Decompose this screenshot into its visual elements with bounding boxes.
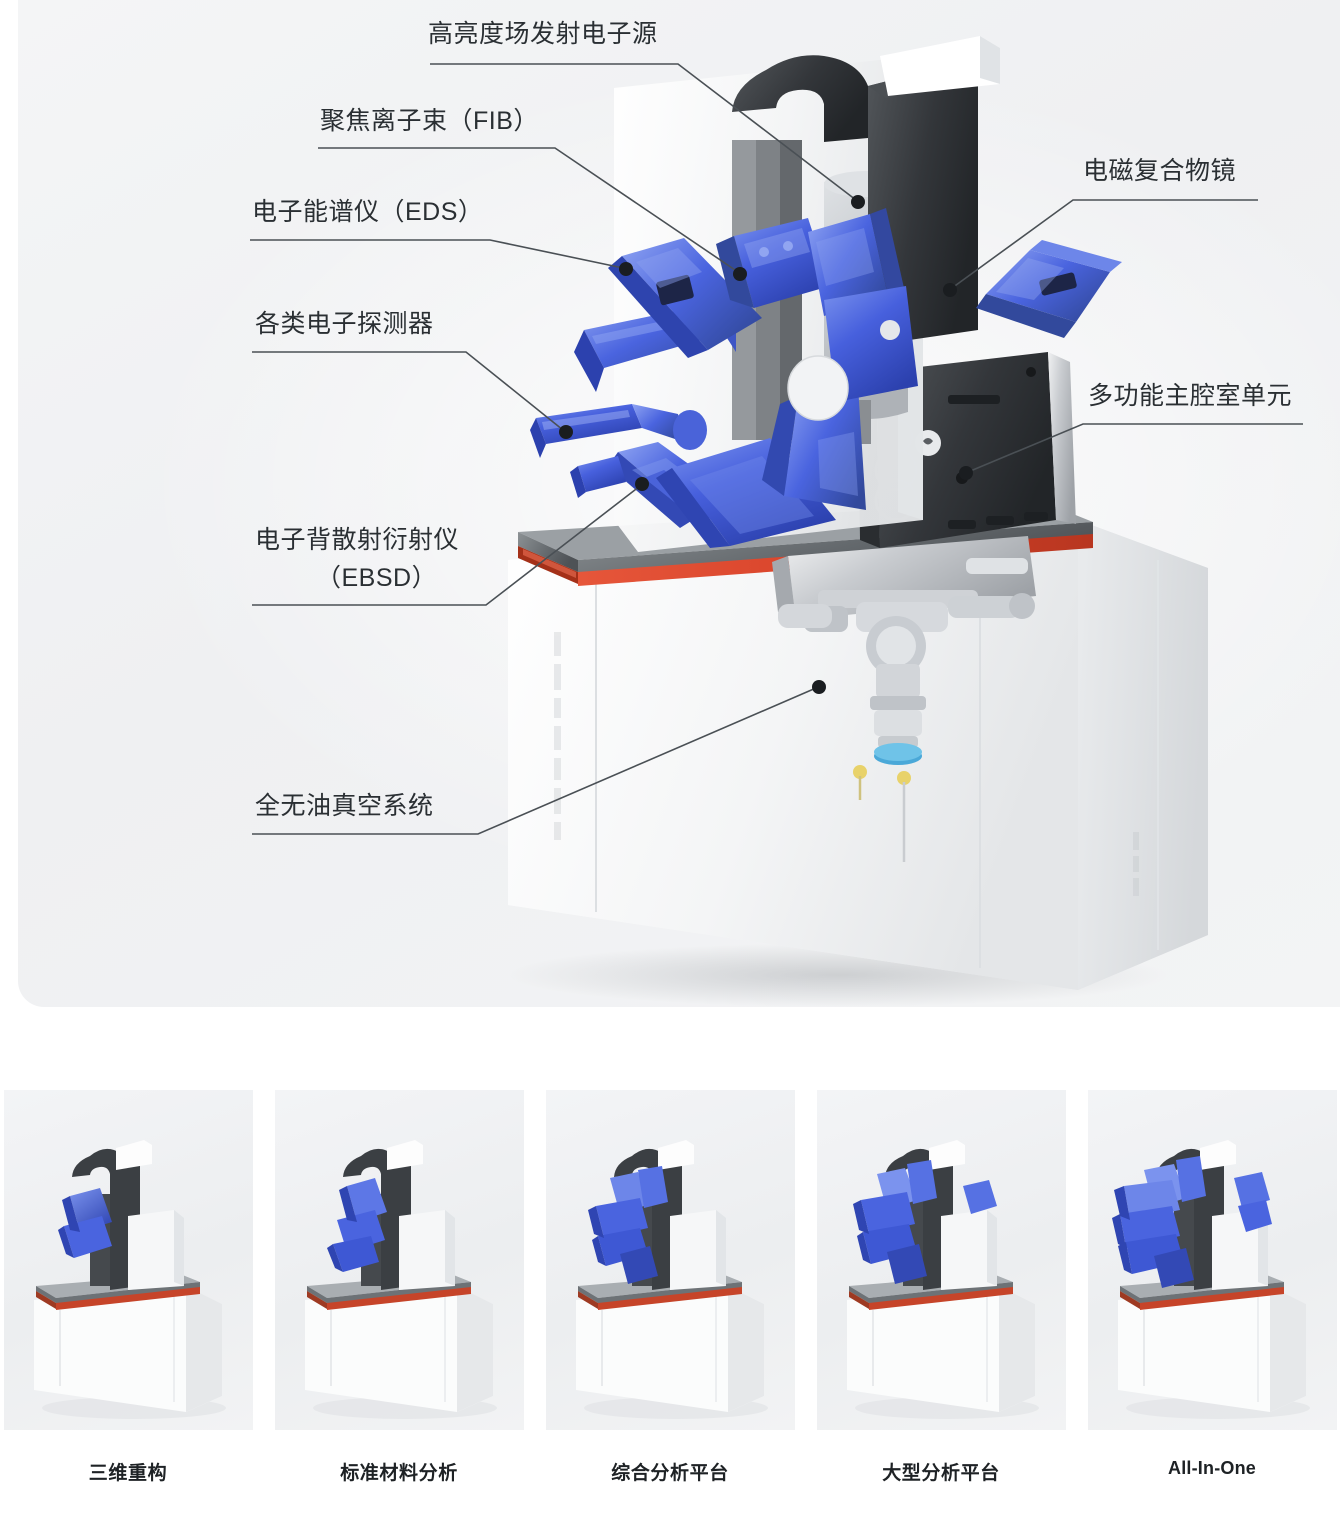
callout-label-main-chamber: 多功能主腔室单元 xyxy=(1088,382,1293,410)
callout-focused-ion-beam: 聚焦离子束（FIB） xyxy=(18,0,1340,1007)
variant-caption: 标准材料分析 xyxy=(340,1463,458,1484)
variant-card-integrated[interactable]: 综合分析平台 xyxy=(545,1090,795,1521)
variant-caption: 三维重构 xyxy=(88,1463,168,1484)
callout-label-oil-free-vacuum: 全无油真空系统 xyxy=(255,792,434,820)
callout-field-emission-source: 高亮度场发射电子源 xyxy=(18,0,1340,1007)
variant-thumbnail-image xyxy=(1087,1090,1337,1430)
fib-sem-instrument-illustration xyxy=(18,0,1340,1007)
variant-card-3d-reconstruction[interactable]: 三维重构 xyxy=(3,1090,253,1521)
callout-label-objective-lens: 电磁复合物镜 xyxy=(1083,157,1237,185)
callout-label-ebsd-line2: （EBSD） xyxy=(316,564,438,592)
callout-label-field-emission-source: 高亮度场发射电子源 xyxy=(428,20,658,48)
callout-main-chamber: 多功能主腔室单元 xyxy=(18,0,1340,1007)
variant-thumbnail-image xyxy=(274,1090,524,1430)
callout-label-eds: 电子能谱仪（EDS） xyxy=(252,198,484,226)
callout-oil-free-vacuum: 全无油真空系统 xyxy=(18,0,1340,1007)
callout-label-focused-ion-beam: 聚焦离子束（FIB） xyxy=(320,107,539,135)
product-diagram-panel: 高亮度场发射电子源 聚焦离子束（FIB） 电子能谱仪（EDS） 各类电子探测 xyxy=(18,0,1340,1007)
callout-label-electron-detectors: 各类电子探测器 xyxy=(255,310,434,338)
variant-card-standard-material[interactable]: 标准材料分析 xyxy=(274,1090,524,1521)
variant-card-all-in-one[interactable]: All-In-One xyxy=(1087,1090,1337,1521)
variant-caption: All-In-One xyxy=(1168,1458,1256,1478)
variant-caption: 大型分析平台 xyxy=(882,1463,1000,1484)
product-variant-strip: 三维重构 xyxy=(0,1090,1340,1521)
variant-thumbnail-image xyxy=(3,1090,253,1430)
variant-thumbnail-image xyxy=(816,1090,1066,1430)
variant-card-large-platform[interactable]: 大型分析平台 xyxy=(816,1090,1066,1521)
callout-label-ebsd-line1: 电子背散射衍射仪 xyxy=(255,526,460,554)
callout-objective-lens: 电磁复合物镜 xyxy=(18,0,1340,1007)
variant-thumbnail-image xyxy=(545,1090,795,1430)
callout-eds: 电子能谱仪（EDS） xyxy=(18,0,1340,1007)
callout-ebsd: 电子背散射衍射仪 （EBSD） xyxy=(18,0,1340,1007)
variant-caption: 综合分析平台 xyxy=(611,1463,729,1484)
callout-electron-detectors: 各类电子探测器 xyxy=(18,0,1340,1007)
